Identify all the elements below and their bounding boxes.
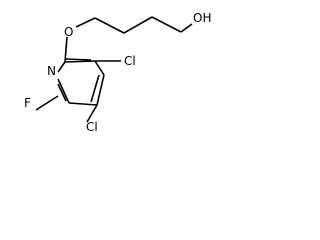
bond-c5-c6	[68, 102, 98, 106]
bond-o-ch2	[75, 17, 96, 28]
bond-c5-cl	[86, 104, 98, 123]
bond-c3-c4	[94, 60, 105, 76]
atom-label-chlorine-bottom: Cl	[86, 120, 98, 134]
bond-c3-c4-double	[90, 74, 100, 103]
bond-n1-c2	[57, 61, 66, 73]
atom-label-ether-oxygen: O	[64, 25, 73, 39]
bond-c5-c6-double	[57, 83, 67, 102]
bond-chain-oh	[180, 23, 193, 33]
bond-n1-c2-double	[65, 58, 92, 61]
bond-chain-1	[94, 17, 125, 34]
bond-c2-c3	[64, 60, 96, 63]
bond-chain-3	[151, 16, 182, 33]
bond-c2-o	[64, 36, 68, 63]
atom-label-chlorine-top: Cl	[124, 54, 136, 68]
bond-c6-f	[35, 95, 59, 111]
atom-label-hydroxyl: OH	[193, 11, 211, 25]
atom-label-fluorine: F	[24, 96, 31, 110]
molecule-structure-diagram: O OH N Cl F Cl	[24, 11, 211, 134]
bond-c6-n1	[57, 78, 70, 104]
bond-chain-2	[123, 16, 153, 34]
atom-label-nitrogen: N	[47, 64, 56, 78]
bond-c4-c5	[96, 74, 105, 106]
